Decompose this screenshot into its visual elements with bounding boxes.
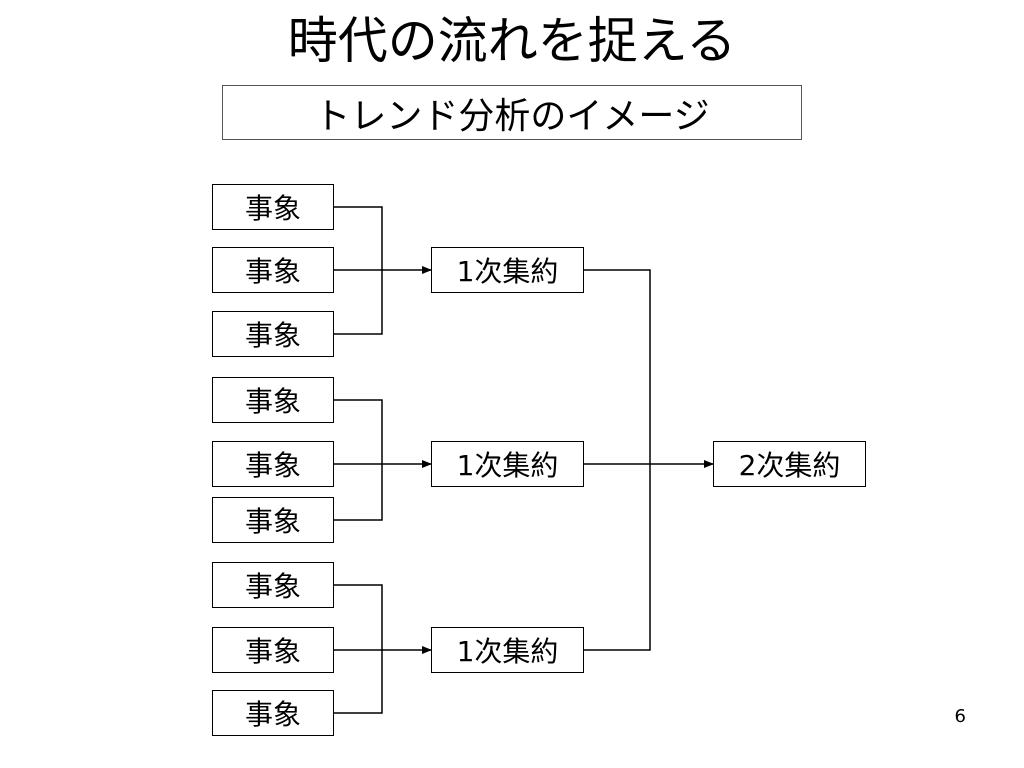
primary-aggregation-box: 1次集約 (431, 627, 584, 673)
event-box: 事象 (212, 690, 334, 736)
event-box: 事象 (212, 184, 334, 230)
slide-title: 時代の流れを捉える (287, 12, 737, 70)
subtitle-box: トレンド分析のイメージ (222, 85, 802, 140)
event-box: 事象 (212, 497, 334, 543)
event-box: 事象 (212, 562, 334, 608)
primary-aggregation-box: 1次集約 (431, 441, 584, 487)
event-box: 事象 (212, 441, 334, 487)
page-number: 6 (954, 706, 966, 727)
primary-aggregation-box: 1次集約 (431, 247, 584, 293)
event-box: 事象 (212, 247, 334, 293)
event-box: 事象 (212, 377, 334, 423)
event-box: 事象 (212, 627, 334, 673)
secondary-aggregation-box: 2次集約 (713, 441, 866, 487)
event-box: 事象 (212, 311, 334, 357)
